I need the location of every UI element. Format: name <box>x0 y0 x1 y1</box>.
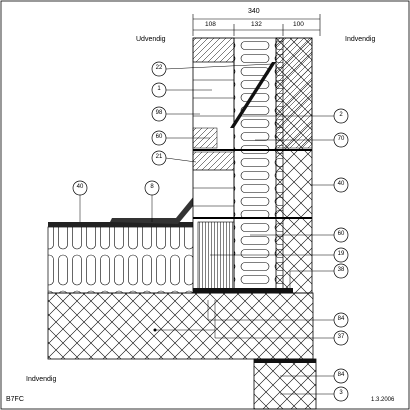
callout-60-left: 60 <box>155 134 163 140</box>
callout-98: 98 <box>155 110 163 116</box>
foundation-wall <box>253 358 317 410</box>
callout-19: 19 <box>337 251 345 257</box>
callout-84-upper: 84 <box>337 316 345 322</box>
dimension-segment-1: 108 <box>205 21 216 28</box>
callout-2: 2 <box>339 112 343 118</box>
roof-upstand-flashing <box>110 196 198 224</box>
dimension-total: 340 <box>248 8 260 15</box>
cavity-tray-membrane <box>230 62 276 128</box>
roof-insulation <box>47 226 199 294</box>
slab-leader-dot <box>153 328 157 332</box>
callout-8: 8 <box>150 184 154 190</box>
callout-21: 21 <box>155 154 163 160</box>
callout-1: 1 <box>157 86 161 92</box>
callout-84-lower: 84 <box>337 372 345 378</box>
drawing-code: B7FC <box>6 396 24 403</box>
lower-infill <box>197 221 235 291</box>
beam-hatched <box>192 151 235 171</box>
callout-3: 3 <box>339 390 343 396</box>
floor-slab <box>47 292 314 360</box>
callout-22: 22 <box>155 65 163 71</box>
inner-leaf-upper <box>275 37 313 149</box>
leaders-left <box>79 63 273 222</box>
callout-60-right: 60 <box>337 231 345 237</box>
callout-38: 38 <box>337 267 345 273</box>
foundation-membrane <box>254 359 316 363</box>
inside-label-top: Indvendig <box>345 36 376 43</box>
callout-40-roof: 40 <box>76 184 84 190</box>
dimension-segment-2: 132 <box>251 21 262 28</box>
callout-circles <box>72 61 349 402</box>
callout-40-wall: 40 <box>337 181 345 187</box>
drawing-date: 1.3.2006 <box>371 397 395 403</box>
callout-70: 70 <box>337 136 345 142</box>
leaders-right <box>155 115 334 395</box>
callout-37: 37 <box>337 334 345 340</box>
dimension-segment-3: 100 <box>293 21 304 28</box>
coping-hatched <box>192 37 235 63</box>
roof-membrane <box>48 222 196 227</box>
dimension-line <box>192 14 321 36</box>
inside-label-bottom: Indvendig <box>26 376 57 383</box>
sole-plate <box>193 288 293 293</box>
outside-label: Udvendig <box>136 36 166 43</box>
